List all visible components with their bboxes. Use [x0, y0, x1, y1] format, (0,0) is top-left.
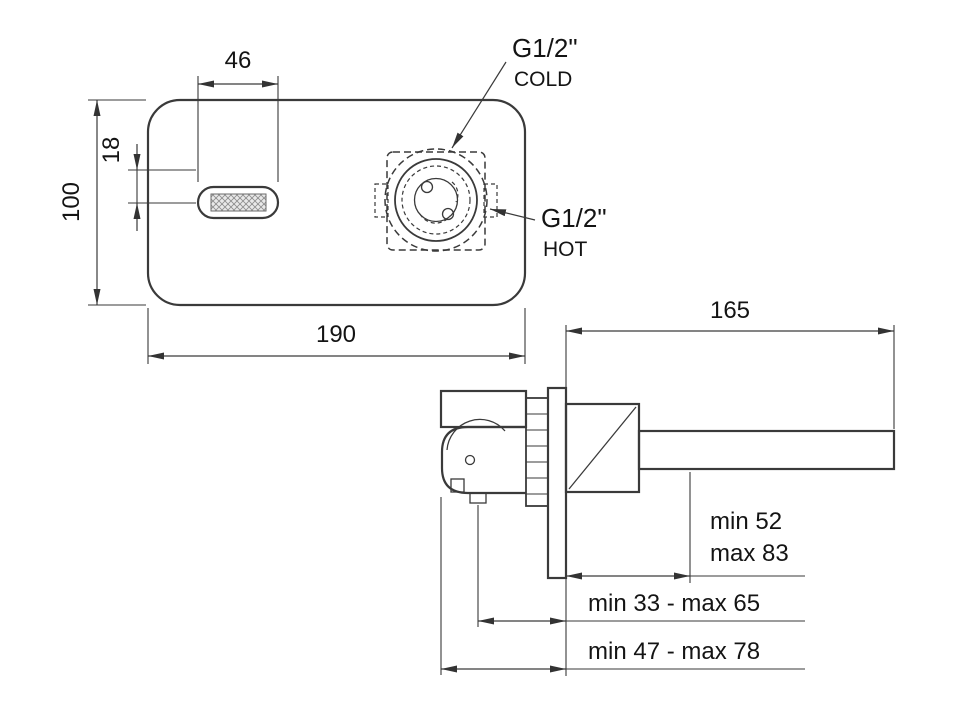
- dimension-plate-width: 190: [147, 308, 526, 364]
- set-screw-boss: [450, 478, 465, 493]
- concealed-valve-body: [439, 389, 528, 429]
- dim-label-18: 18: [98, 137, 125, 164]
- spout-slot-outline: [196, 185, 280, 220]
- mounting-flange: [525, 397, 549, 507]
- dim-label-min52: min 52: [710, 508, 782, 535]
- dim-label-min47-max78: min 47 - max 78: [588, 638, 760, 665]
- dimension-plate-height: 100: [58, 99, 146, 306]
- cold-inlet-callout: G1/2" COLD: [451, 33, 578, 149]
- hot-size-label: G1/2": [541, 203, 607, 233]
- dim-label-100: 100: [58, 182, 85, 222]
- spout-slot-screen: [210, 193, 267, 212]
- front-view: 46 18 100 190 G1/2" CO: [58, 33, 607, 364]
- dim-label-max83: max 83: [710, 540, 789, 567]
- elbow-bore-arc: [446, 418, 506, 451]
- hot-name-label: HOT: [543, 238, 588, 261]
- spout-slot: [196, 185, 280, 220]
- dimension-body-range: min 47 - max 78: [440, 497, 805, 675]
- dim-label-165: 165: [710, 297, 750, 324]
- pivot-dot: [464, 454, 476, 466]
- body-chamfer-line: [568, 406, 637, 490]
- dimension-slot-offset: 18: [98, 137, 196, 231]
- spout-tube: [637, 429, 896, 471]
- dim-label-190: 190: [316, 321, 356, 348]
- escutcheon-plate-side: [546, 386, 568, 580]
- dimension-slot-width: 46: [197, 47, 279, 182]
- cold-name-label: COLD: [514, 68, 572, 91]
- side-view: 165 min 52 max 83 min 33 - max 65 min 47…: [439, 297, 896, 676]
- dimension-handle-range: min 33 - max 65: [477, 505, 805, 627]
- dimension-depth-range: min 52 max 83: [566, 472, 805, 583]
- dimension-spout-projection: 165: [565, 297, 895, 429]
- wall-plate-front: [146, 98, 527, 307]
- dim-label-46: 46: [225, 47, 252, 74]
- hot-inlet-callout: G1/2" HOT: [489, 203, 607, 261]
- dim-label-min33-max65: min 33 - max 65: [588, 590, 760, 617]
- cold-size-label: G1/2": [512, 33, 578, 63]
- inlet-elbow: [440, 425, 526, 495]
- handle-stub: [469, 492, 487, 504]
- mixer-valve-cartridge: [374, 148, 498, 252]
